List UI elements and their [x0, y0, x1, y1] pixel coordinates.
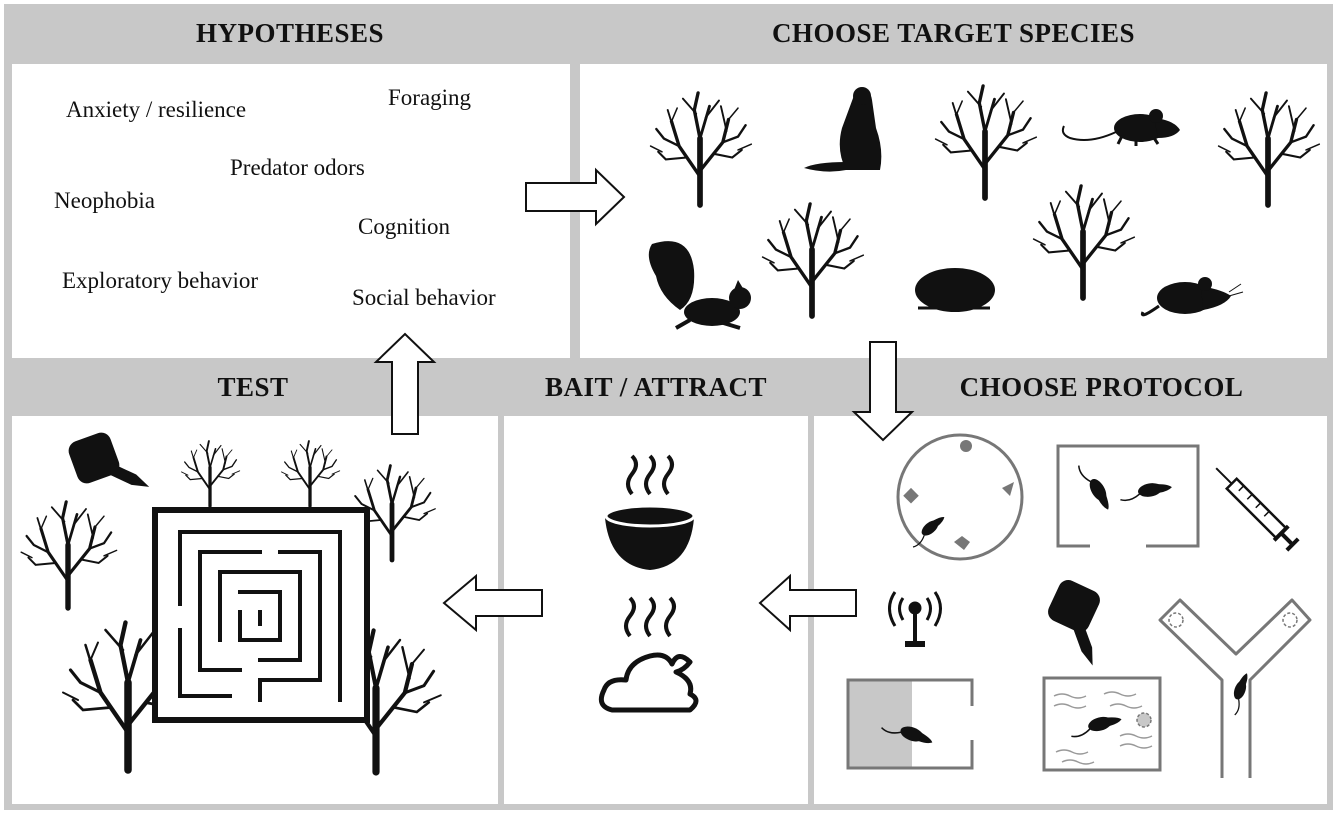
feeder-bottle-icon [1034, 576, 1122, 666]
tree-icon [651, 93, 752, 205]
telemetry-antenna-icon [888, 591, 942, 647]
species-illustrations [648, 86, 1320, 330]
tree-icon [1219, 93, 1320, 205]
bait-title: BAIT / ATTRACT [544, 372, 768, 402]
arrow-up-icon [373, 332, 437, 435]
species-title: CHOOSE TARGET SPECIES [771, 18, 1136, 48]
water-maze [1042, 676, 1162, 772]
arrow-right-icon [525, 167, 626, 227]
test-title: TEST [217, 372, 289, 402]
tree-icon [936, 86, 1037, 198]
y-maze [1158, 598, 1312, 778]
syringe-icon [1215, 467, 1300, 552]
light-dark-box [846, 678, 974, 770]
arrow-down-icon [851, 341, 915, 442]
social-interaction-box [1056, 444, 1200, 548]
mouse-icon [1061, 107, 1182, 148]
arrow-left-icon [442, 573, 543, 633]
protocol-title: CHOOSE PROTOCOL [959, 372, 1244, 402]
hypothesis-neophobia: Neophobia [54, 188, 155, 213]
hypothesis-foraging: Foraging [388, 85, 472, 110]
rat-icon [1140, 277, 1244, 317]
squirrel-icon [648, 241, 751, 330]
tree-icon [763, 204, 864, 316]
flow-arrows [373, 167, 915, 633]
arrow-left-icon [758, 573, 857, 633]
tree-icon [1034, 186, 1135, 298]
hypothesis-anxiety: Anxiety / resilience [66, 97, 247, 122]
maze-icon [152, 507, 370, 723]
hypothesis-predator-odors: Predator odors [230, 155, 365, 180]
hypothesis-social: Social behavior [352, 285, 496, 310]
hamster-icon [915, 268, 995, 312]
bait-panel: BAIT / ATTRACT [500, 360, 812, 810]
open-field-arena [896, 433, 1024, 561]
hypothesis-exploratory: Exploratory behavior [62, 268, 259, 293]
marmot-icon [804, 87, 882, 172]
food-bowl-icon [604, 454, 696, 570]
odor-scent-icon [598, 596, 699, 713]
hypotheses-title: HYPOTHESES [195, 18, 385, 48]
water-bottle-icon [65, 422, 150, 509]
hypothesis-cognition: Cognition [358, 214, 451, 239]
hypotheses-panel: HYPOTHESES [4, 4, 576, 362]
